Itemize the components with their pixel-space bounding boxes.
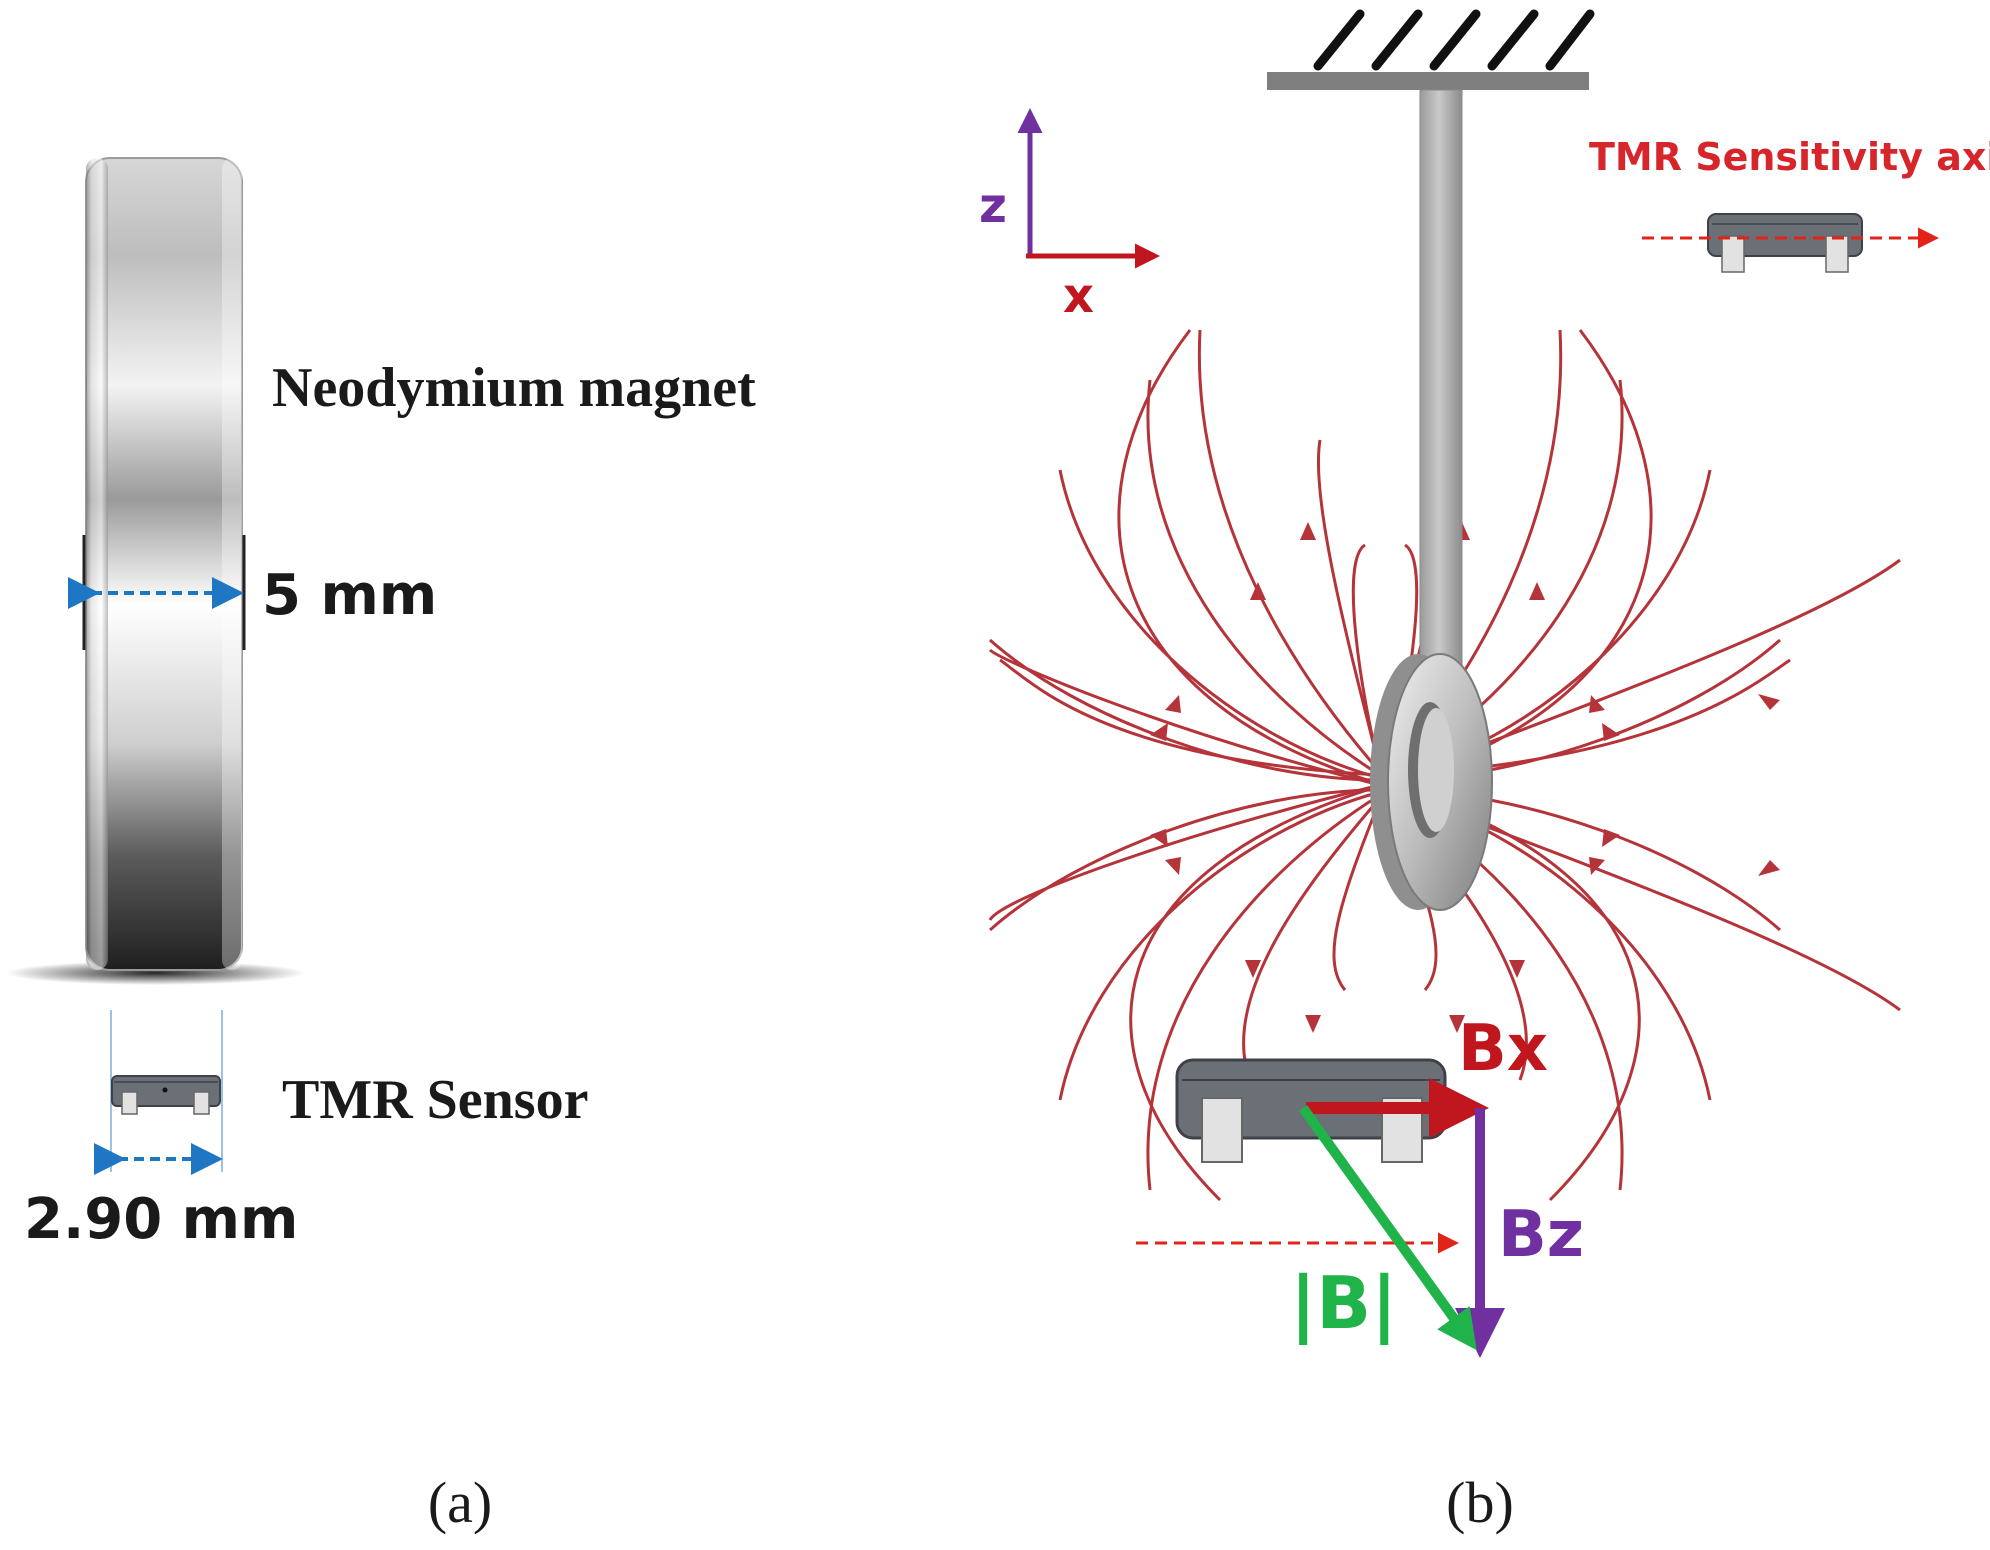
coordinate-axes: z x: [979, 108, 1160, 324]
field-line-arrowheads: [1150, 522, 1780, 1033]
sensor-label: TMR Sensor: [282, 1069, 588, 1131]
pendulum-rod: [1419, 89, 1463, 683]
panel-a: Neodymium magnet 5 mm TMR Sensor 2.90 mm…: [5, 157, 756, 1535]
b-magnitude-vector: [1298, 1105, 1477, 1351]
tmr-sensor-small: [111, 1075, 221, 1115]
b-magnitude-label: |B|: [1290, 1261, 1397, 1346]
neodymium-magnet: [85, 157, 243, 971]
bz-label: Bz: [1498, 1198, 1584, 1272]
z-axis-label: z: [979, 178, 1007, 234]
x-axis-label: x: [1063, 268, 1094, 324]
ring-magnet: [1370, 653, 1493, 911]
thickness-label: 5 mm: [262, 563, 437, 628]
caption-a: (a): [428, 1470, 492, 1535]
magnet-label: Neodymium magnet: [272, 357, 756, 419]
fixed-support: [1267, 9, 1595, 90]
magnet-edge-right: [222, 158, 242, 970]
caption-b: (b): [1446, 1470, 1514, 1535]
bx-label: Bx: [1458, 1012, 1548, 1086]
magnet-edge-highlight: [86, 158, 108, 970]
panel-b: z x TMR Sensitivity axis: [979, 9, 1990, 1535]
sensor-width-label: 2.90 mm: [24, 1187, 298, 1252]
sensitivity-axis-label: TMR Sensitivity axis: [1589, 135, 1990, 179]
tmr-sensor-legend-icon: [1707, 213, 1863, 273]
